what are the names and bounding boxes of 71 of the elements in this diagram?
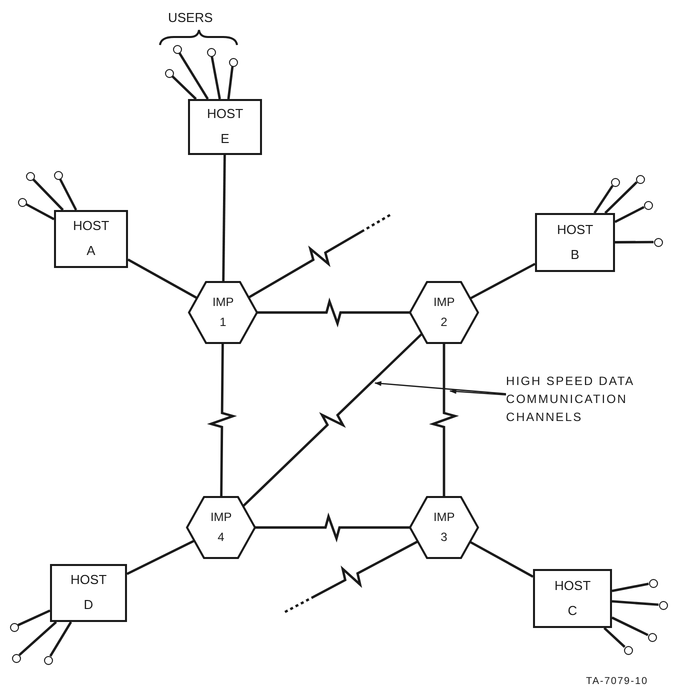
imp-hexagon	[189, 282, 257, 343]
connection-line	[126, 540, 195, 576]
user-terminal-circle	[228, 58, 238, 66]
host-box	[533, 569, 612, 628]
user-terminal-circle	[636, 174, 644, 184]
user-terminal-circle	[624, 646, 632, 654]
user-terminal-circle	[172, 44, 182, 54]
connection-line	[32, 178, 64, 211]
connection-line	[18, 621, 57, 656]
node-label: HOST E	[207, 105, 243, 148]
annotation-text: HIGH SPEED DATA COMMUNICATION CHANNELS	[506, 372, 656, 426]
channel-line	[284, 540, 418, 614]
user-terminal-circle	[644, 200, 652, 210]
imp-hexagon	[410, 497, 478, 558]
host-box	[54, 210, 128, 268]
channel-line	[207, 343, 237, 497]
connection-line	[49, 621, 72, 657]
connection-line	[594, 185, 614, 214]
user-terminal-circle	[658, 600, 668, 610]
channel-line	[429, 343, 459, 497]
node-label: IMP 3	[433, 509, 455, 546]
connection-line	[59, 178, 78, 211]
connection-line	[178, 52, 209, 100]
leader-arrow	[449, 389, 506, 396]
user-terminal-circle	[12, 654, 20, 662]
node-label: HOST D	[70, 571, 106, 614]
imp-hexagon	[410, 282, 478, 343]
user-terminal-circle	[206, 48, 216, 56]
user-terminal-circle	[654, 238, 662, 246]
user-terminal-circle	[44, 656, 52, 664]
node-label: HOST C	[554, 576, 590, 620]
user-terminal-circle	[164, 68, 174, 78]
imp-hexagon	[187, 497, 255, 558]
user-terminal-circle	[54, 170, 62, 180]
connection-line	[614, 206, 645, 224]
user-terminal-circle	[10, 622, 18, 632]
user-terminal-circle	[648, 632, 656, 642]
connection-line	[171, 75, 197, 100]
host-box	[188, 99, 262, 155]
connection-line	[611, 616, 648, 636]
group-label: USERS	[168, 10, 213, 25]
node-label: HOST B	[557, 220, 593, 264]
node-label: IMP 2	[433, 294, 455, 330]
connection-line	[470, 262, 536, 300]
user-terminal-circle	[26, 172, 34, 180]
connection-line	[222, 154, 226, 282]
connection-line	[25, 203, 55, 220]
channel-line	[257, 298, 410, 328]
channel-line	[248, 214, 391, 299]
node-label: HOST A	[73, 217, 109, 260]
connection-line	[227, 66, 234, 100]
user-terminal-circle	[18, 198, 26, 206]
connection-line	[612, 600, 659, 606]
node-label: IMP 4	[210, 509, 232, 546]
connection-line	[603, 627, 626, 648]
figure-number: TA-7079-10	[586, 676, 648, 687]
channel-line	[255, 512, 410, 542]
connection-line	[604, 181, 638, 214]
connection-line	[612, 582, 649, 592]
node-label: IMP 1	[212, 294, 234, 330]
user-terminal-circle	[610, 178, 620, 186]
connection-line	[127, 258, 198, 300]
host-box	[535, 213, 615, 272]
leader-arrow	[374, 381, 506, 394]
host-box	[50, 564, 127, 622]
connection-line	[615, 240, 654, 244]
connection-line	[210, 56, 221, 100]
connection-line	[18, 609, 50, 626]
user-terminal-circle	[648, 578, 658, 588]
connection-line	[469, 540, 534, 578]
channel-line	[242, 332, 423, 508]
